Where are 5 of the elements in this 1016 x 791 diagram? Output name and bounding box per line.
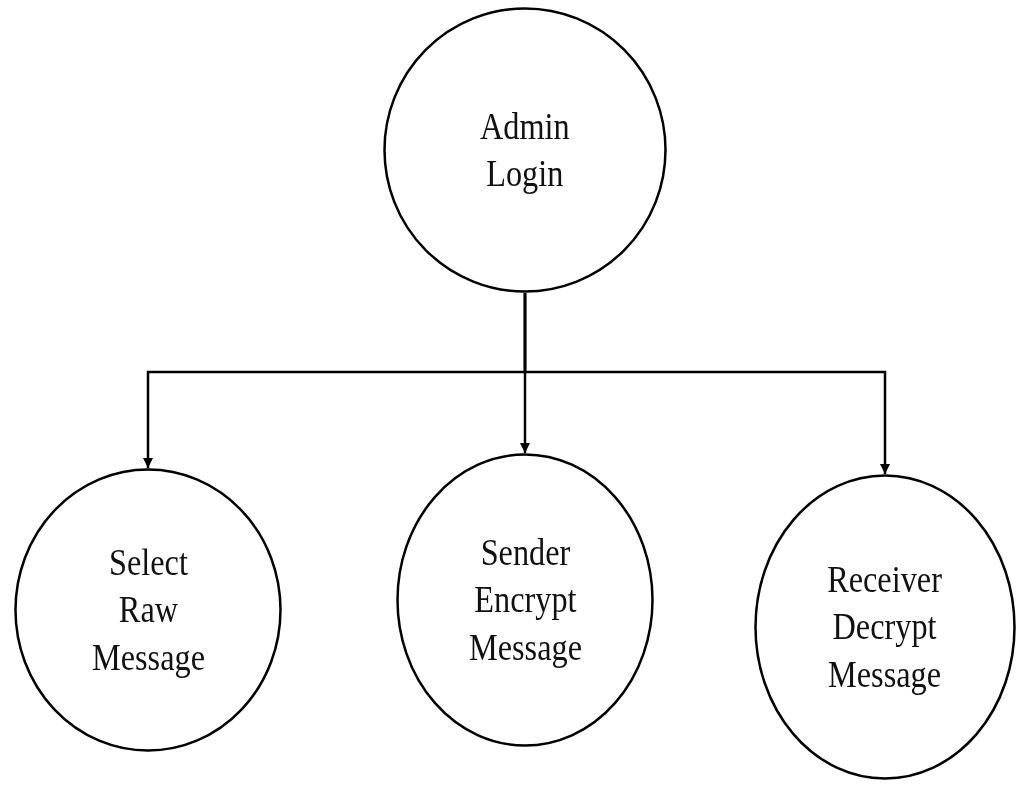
node-label: Select Raw Message bbox=[91, 539, 205, 680]
node-label: Receiver Decrypt Message bbox=[827, 556, 943, 697]
arrow bbox=[523, 293, 890, 474]
node-label: Sender Encrypt Message bbox=[468, 529, 582, 670]
node-label: Admin Login bbox=[480, 103, 570, 196]
